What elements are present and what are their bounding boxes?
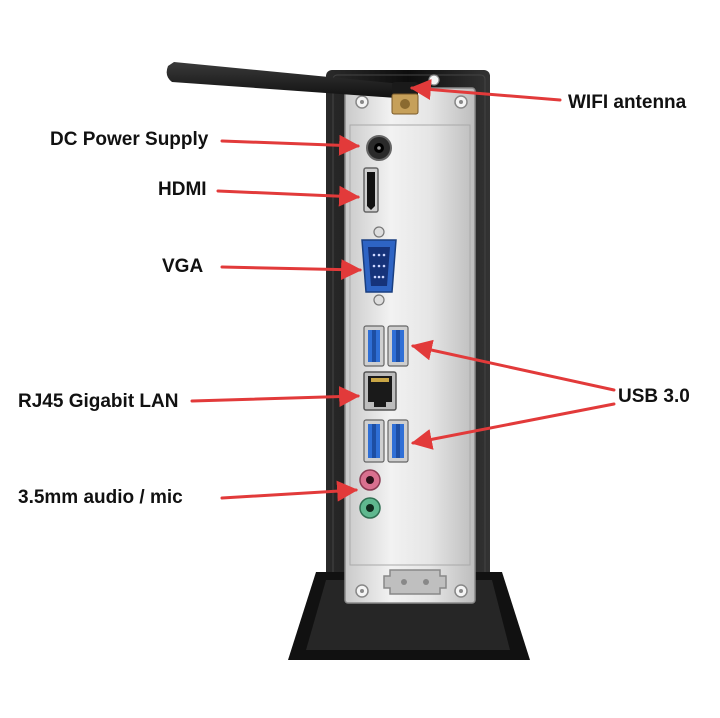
arrow-usb-lower [410, 402, 616, 450]
audio-mic-jacks-icon [359, 469, 381, 519]
label-wifi-antenna: WIFI antenna [568, 92, 687, 113]
label-rj45-gigabit-lan: RJ45 Gigabit LAN [18, 391, 179, 412]
arrow-wifi [409, 79, 562, 102]
usb-upper-ports-icon [363, 325, 409, 367]
label-usb-3-0: USB 3.0 [618, 386, 690, 407]
label-dc-power-supply: DC Power Supply [50, 129, 209, 150]
rj45-lan-port-icon [363, 371, 397, 411]
label-audio-mic: 3.5mm audio / mic [18, 487, 183, 508]
arrow-usb-upper [410, 339, 616, 392]
arrow-dc-power [220, 134, 361, 156]
arrow-lan [190, 386, 361, 408]
dc-power-jack-icon [366, 135, 392, 161]
label-vga: VGA [162, 256, 204, 277]
panel-cutout [383, 569, 447, 595]
arrow-audio [220, 480, 359, 502]
arrow-vga [220, 259, 363, 281]
label-hdmi: HDMI [158, 179, 207, 200]
arrow-hdmi [216, 185, 361, 207]
vga-port-icon [361, 226, 397, 306]
callout-arrows [190, 79, 616, 502]
hdmi-port-icon [363, 167, 379, 213]
usb-lower-ports-icon [363, 419, 409, 463]
